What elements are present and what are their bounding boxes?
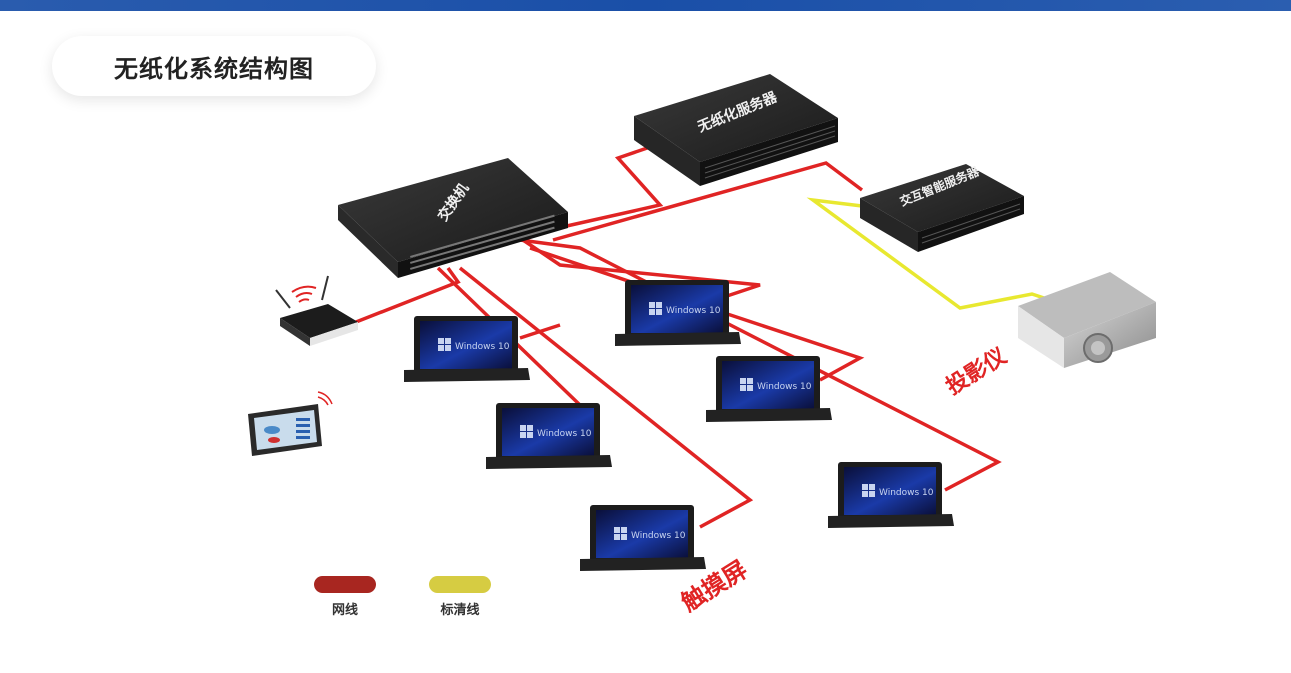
hd-cable-server-projector [806, 197, 1051, 310]
legend-swatch-hd [429, 576, 491, 593]
cable-switch-router [355, 266, 461, 324]
interactive-server-device: 交互智能服务器 [860, 163, 1024, 252]
terminal-os-text: Windows 10 [757, 382, 812, 392]
legend-item-network: 网线 [314, 576, 376, 618]
legend-swatch-network [314, 576, 376, 593]
cable-switch-terminal-d [529, 246, 865, 382]
wifi-signal-icon [291, 285, 317, 303]
terminal-os-text: Windows 10 [631, 531, 686, 541]
legend-label-network: 网线 [331, 603, 358, 618]
cable-branch-terminal-a [519, 323, 561, 340]
legend-item-hd: 标清线 [429, 576, 491, 618]
page-title: 无纸化系统结构图 [114, 54, 314, 83]
control-tablet-device [248, 391, 333, 456]
cable-switch-interactive-server [552, 161, 864, 242]
top-banner [0, 0, 1291, 11]
cable-switch-paperless-server [539, 143, 664, 234]
projector-device [1018, 272, 1156, 368]
terminal-os-text: Windows 10 [666, 306, 721, 316]
paperless-server-device: 无纸化服务器 [634, 74, 838, 186]
router-device [275, 275, 358, 346]
terminal-os-text: Windows 10 [455, 342, 510, 352]
legend-label-hd: 标清线 [440, 603, 480, 618]
projector-label: 投影仪 [942, 343, 1012, 400]
page-title-pill: 无纸化系统结构图 [52, 36, 376, 96]
wifi-signal-icon [317, 391, 333, 406]
terminal-os-text: Windows 10 [879, 488, 934, 498]
terminal-os-text: Windows 10 [537, 429, 592, 439]
switch-device: 交换机 [338, 158, 568, 278]
cable-switch-terminal-e [519, 238, 1002, 492]
cable-switch-terminal-b [458, 266, 754, 529]
